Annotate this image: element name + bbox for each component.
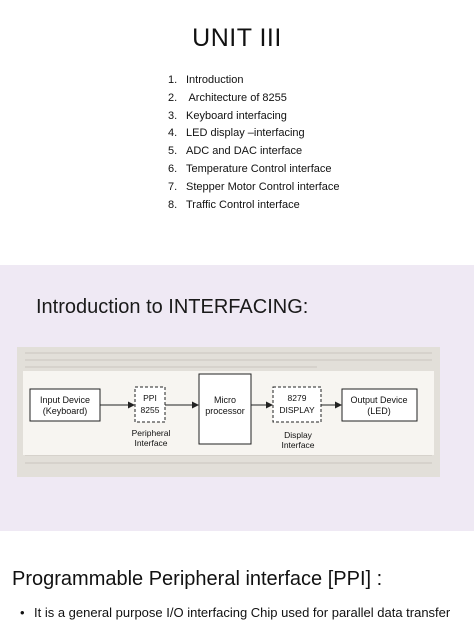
input-device-label: Input Device: [40, 395, 90, 405]
topic-number: 4.: [168, 127, 178, 140]
ppi-number: 8255: [141, 405, 160, 415]
output-device-box: [341, 388, 418, 422]
topic-number: 1.: [168, 74, 178, 86]
topic-number: 6.: [168, 162, 178, 175]
topic-item: 7. Stepper Motor Control interface: [168, 179, 339, 197]
display-interface-box: [272, 386, 322, 423]
display-chip-number: 8279: [288, 393, 307, 403]
microprocessor-box: [198, 373, 252, 445]
topic-item: 8. Traffic Control interface: [168, 197, 339, 215]
topic-number: 2.: [168, 91, 178, 104]
display-chip-label: DISPLAY: [279, 405, 315, 415]
topic-number: 8.: [168, 198, 178, 211]
topic-label: ADC and DAC interface: [186, 145, 303, 158]
topic-label: Introduction: [186, 74, 244, 86]
topic-label: Architecture of 8255: [186, 91, 287, 104]
input-device-box: [29, 388, 101, 422]
slide-ppi: Programmable Peripheral interface [PPI] …: [0, 538, 474, 632]
topic-label: Stepper Motor Control interface: [186, 180, 340, 193]
bullet-text: It is a general purpose I/O interfacing …: [34, 605, 451, 620]
ppi-caption: Peripheral: [132, 428, 171, 438]
unit-title: UNIT III: [192, 24, 282, 52]
slide-unit-overview: UNIT III 1. Introduction 2. Architecture …: [0, 0, 474, 262]
interfacing-block-diagram: Input Device (Keyboard) PPI 8255 Periphe…: [17, 347, 440, 477]
microprocessor-sublabel: processor: [205, 406, 245, 416]
display-caption: Display: [284, 430, 313, 440]
topic-item: 3. Keyboard interfacing: [168, 108, 339, 126]
topic-number: 7.: [168, 180, 178, 193]
topic-item: 2. Architecture of 8255: [168, 90, 339, 108]
topic-label: Keyboard interfacing: [186, 109, 287, 122]
microprocessor-label: Micro: [214, 395, 236, 405]
topic-label: LED display –interfacing: [186, 127, 305, 140]
display-caption-second: Interface: [281, 440, 314, 450]
topic-item: 1. Introduction: [168, 72, 339, 90]
bullet-item: • It is a general purpose I/O interfacin…: [20, 605, 454, 620]
topic-number: 5.: [168, 145, 178, 158]
topic-item: 5. ADC and DAC interface: [168, 143, 339, 161]
topic-number: 3.: [168, 109, 178, 122]
ppi-caption-second: Interface: [134, 438, 167, 448]
output-device-label: Output Device: [350, 395, 407, 405]
slide-title: Introduction to INTERFACING:: [36, 296, 309, 318]
topic-item: 6. Temperature Control interface: [168, 161, 339, 179]
topic-label: Temperature Control interface: [186, 162, 332, 175]
topic-list: 1. Introduction 2. Architecture of 8255 3…: [168, 72, 339, 214]
output-device-sublabel: (LED): [367, 406, 391, 416]
topic-item: 4. LED display –interfacing: [168, 125, 339, 143]
input-device-sublabel: (Keyboard): [43, 406, 88, 416]
slide-title: Programmable Peripheral interface [PPI] …: [12, 568, 383, 590]
bullet-symbol: •: [20, 605, 25, 620]
topic-label: Traffic Control interface: [186, 198, 300, 211]
ppi-label: PPI: [143, 393, 157, 403]
slide-introduction-interfacing: Introduction to INTERFACING: Input Devic…: [0, 265, 474, 531]
